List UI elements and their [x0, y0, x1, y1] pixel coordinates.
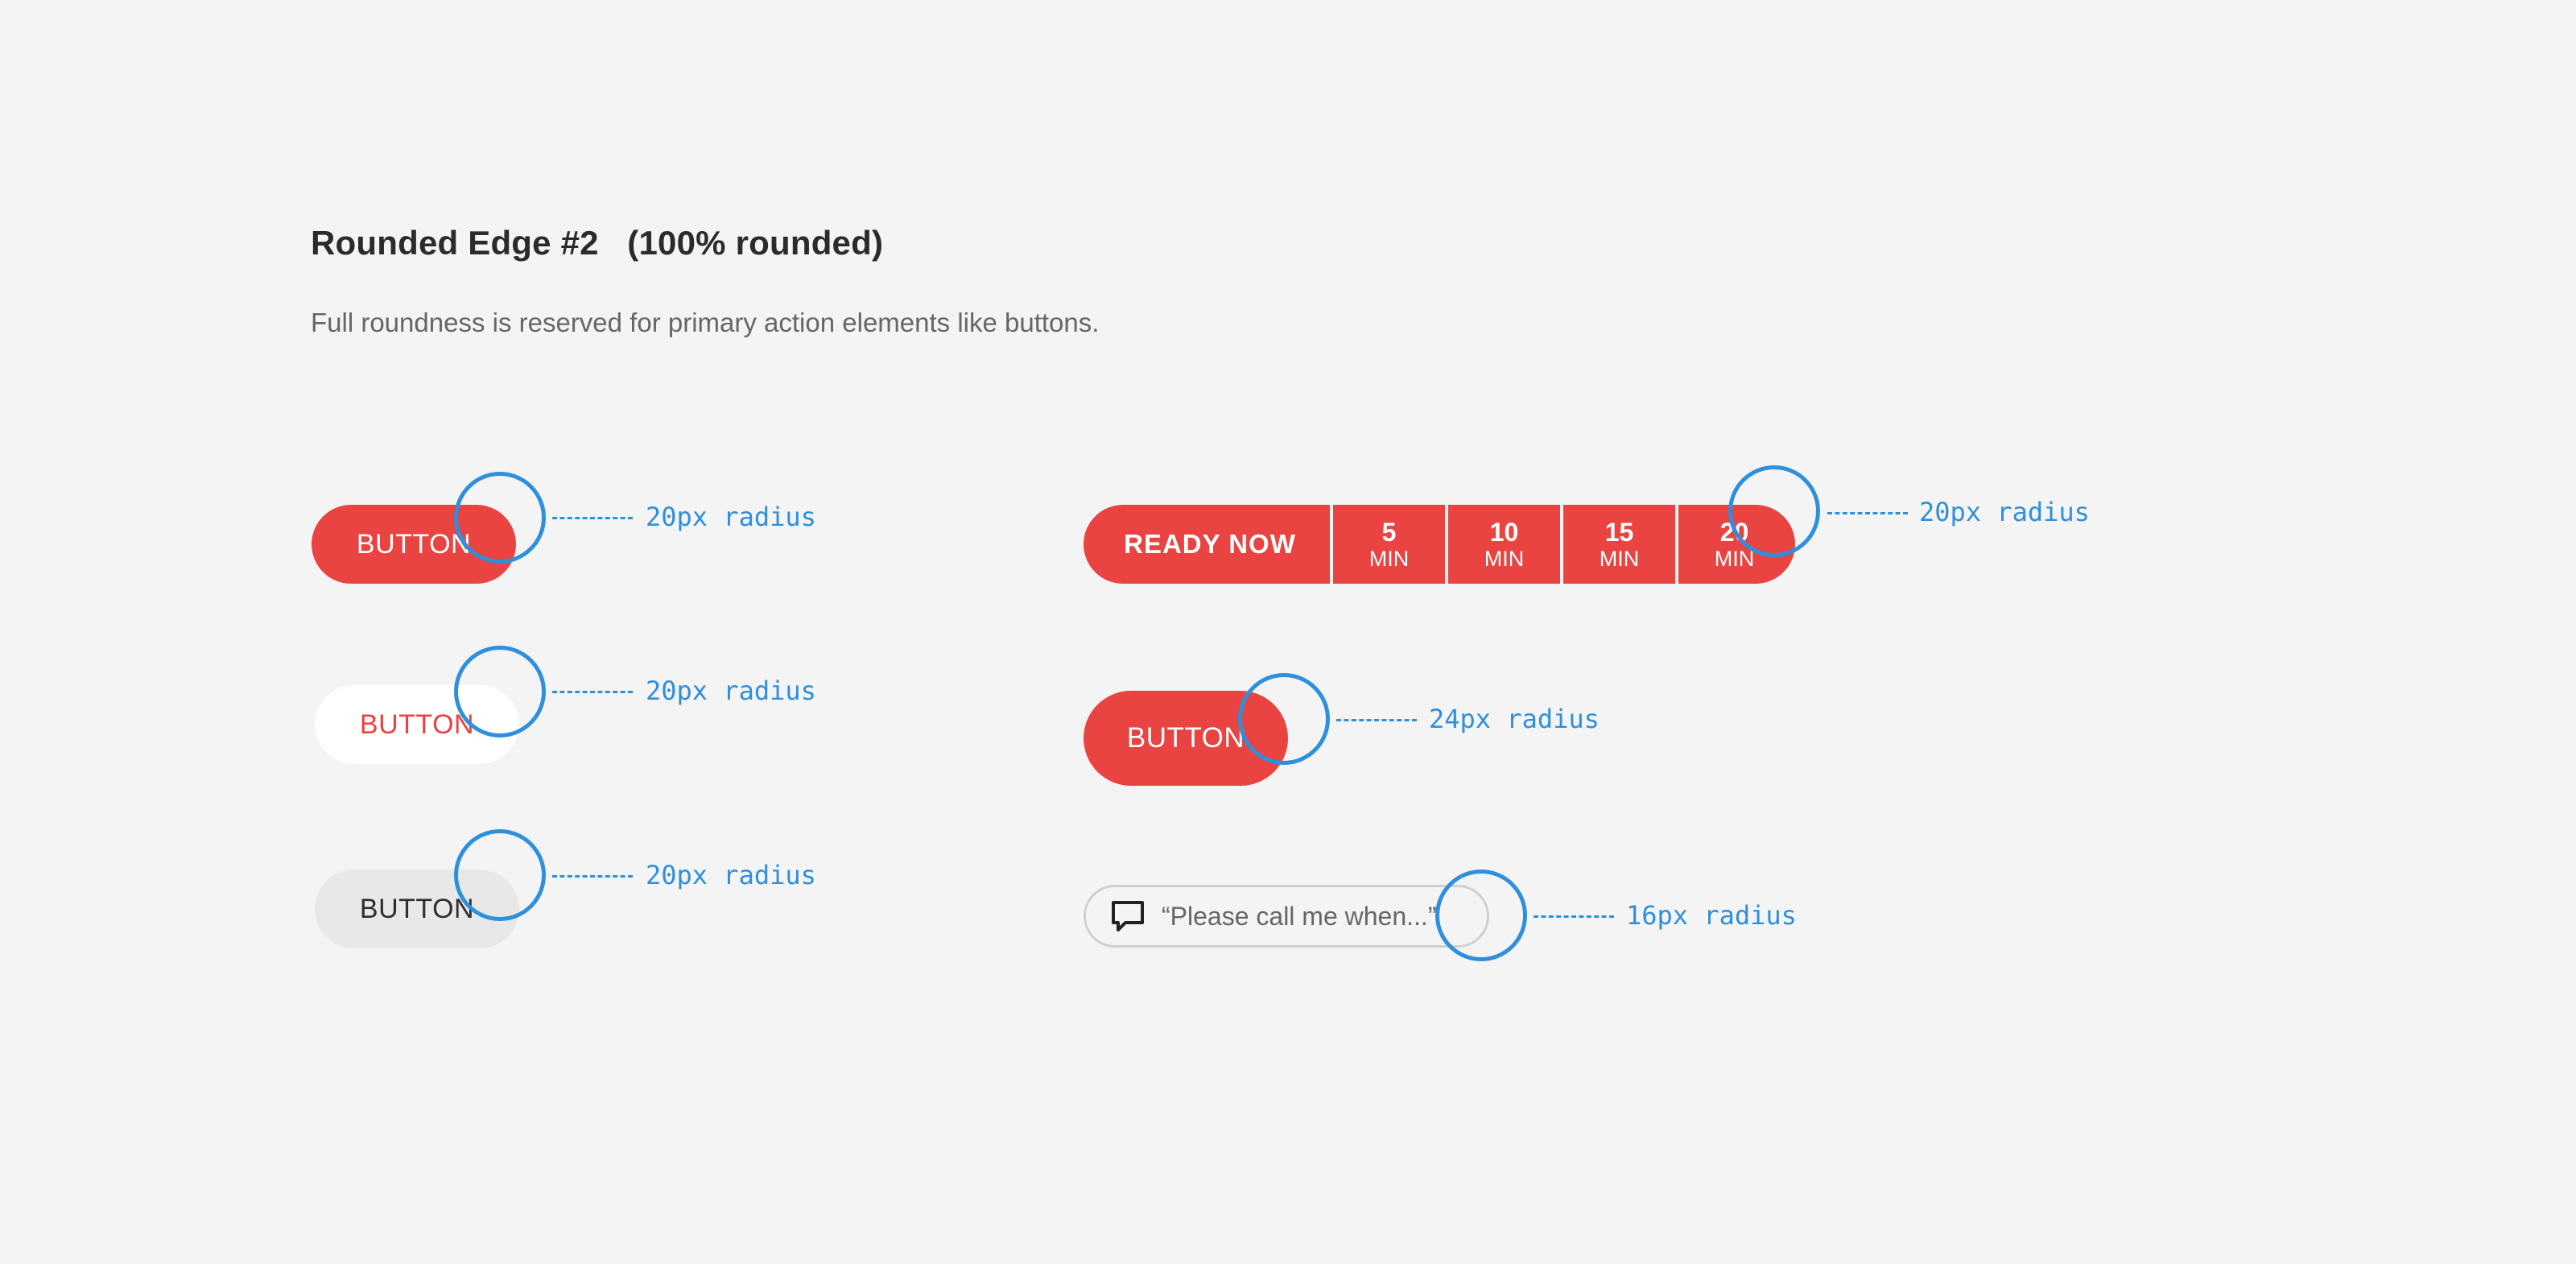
page-title: Rounded Edge #2 (100% rounded) [311, 224, 884, 262]
time-option-10-min[interactable]: 10 MIN [1448, 505, 1560, 584]
time-option-unit: MIN [1368, 546, 1410, 571]
time-option-unit: MIN [1484, 546, 1525, 571]
annotation-leader-line [1534, 915, 1614, 918]
time-option-value: 10 [1489, 517, 1519, 547]
annotation-leader-line [552, 517, 633, 519]
radius-annotation-label: 20px radius [1919, 497, 2090, 527]
radius-annotation-label: 20px radius [646, 860, 816, 890]
comment-placeholder: “Please call me when...” [1162, 901, 1437, 931]
ready-time-selector: READY NOW 5 MIN 10 MIN 15 MIN 20 MIN [1084, 505, 1795, 584]
radius-marker-circle [1435, 870, 1527, 961]
time-option-unit: MIN [1599, 546, 1640, 571]
time-option-15-min[interactable]: 15 MIN [1563, 505, 1675, 584]
annotation-leader-line [552, 875, 633, 878]
radius-annotation-label: 24px radius [1429, 704, 1600, 734]
speech-bubble-icon [1112, 901, 1144, 931]
ready-now-label: READY NOW [1124, 529, 1296, 559]
radius-marker-circle [454, 646, 546, 737]
annotation-leader-line [552, 691, 633, 693]
page-description: Full roundness is reserved for primary a… [311, 308, 1100, 337]
radius-annotation-label: 20px radius [646, 675, 816, 706]
time-option-5-min[interactable]: 5 MIN [1333, 505, 1445, 584]
radius-marker-circle [1728, 465, 1820, 557]
radius-annotation-label: 16px radius [1626, 900, 1797, 931]
comment-field[interactable]: “Please call me when...” [1084, 885, 1489, 948]
annotation-leader-line [1827, 512, 1908, 514]
radius-marker-circle [454, 829, 546, 921]
time-option-unit: MIN [1714, 546, 1755, 571]
annotation-leader-line [1336, 719, 1417, 721]
radius-marker-circle [1238, 673, 1330, 765]
time-option-value: 15 [1604, 517, 1634, 547]
time-option-value: 5 [1381, 517, 1397, 547]
ready-now-button[interactable]: READY NOW [1084, 505, 1330, 584]
radius-marker-circle [454, 472, 546, 564]
radius-annotation-label: 20px radius [646, 502, 816, 532]
grey-button[interactable]: BUTTON [315, 870, 519, 948]
